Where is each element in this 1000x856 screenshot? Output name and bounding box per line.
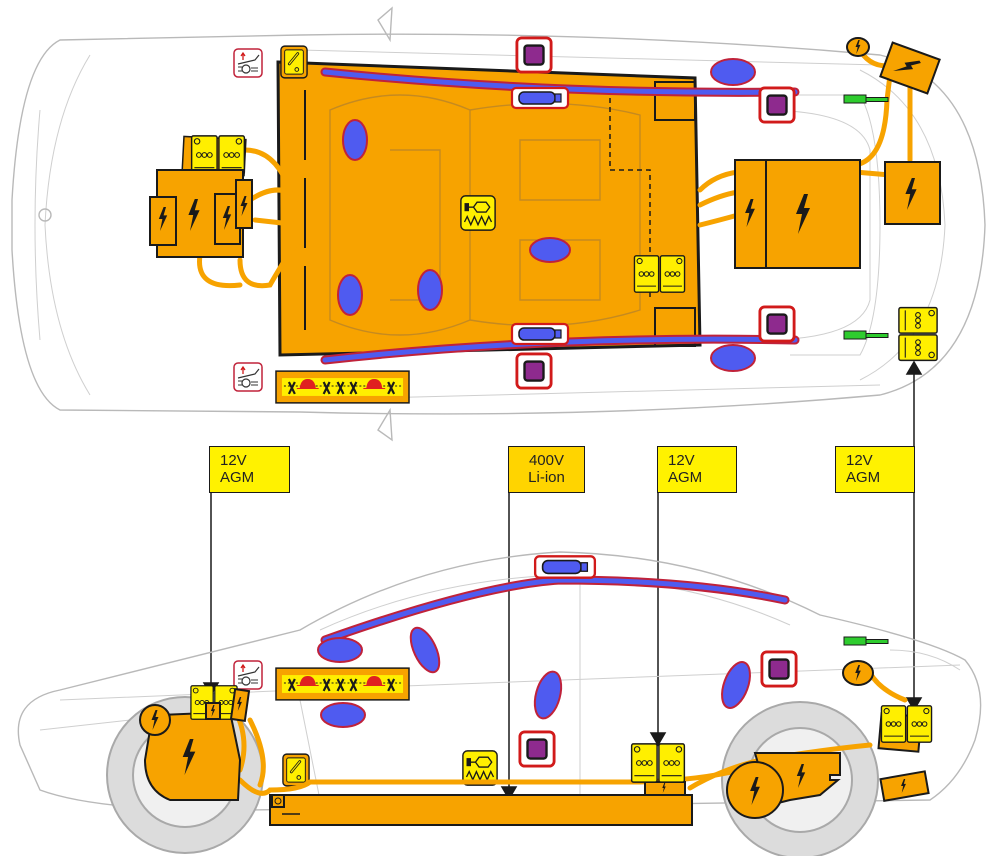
- fuse-box-icon-side: [282, 753, 310, 787]
- rear-12v-area-side: [842, 660, 933, 802]
- curtain-inflator-side: [533, 555, 597, 579]
- front-hv-unit-side: [139, 685, 266, 801]
- airbag-seat-right: [417, 269, 443, 311]
- side-view: [17, 551, 982, 856]
- callout-line1: 12V: [220, 452, 247, 469]
- rear-12v-battery-top: [898, 306, 938, 362]
- airbag-rear-right: [710, 344, 756, 372]
- airbag-front-left: [342, 119, 368, 161]
- callout-400v-li-ion: 400V Li-ion: [508, 446, 585, 493]
- airbag-rear-left: [710, 58, 756, 86]
- mid-12v-battery-side: [630, 743, 686, 783]
- front-hv-unit: [149, 135, 303, 289]
- callout-line1: 12V: [846, 452, 873, 469]
- airbag-seat-side: [533, 670, 563, 720]
- gas-strut-side: [843, 636, 889, 646]
- rear-motor-side: [726, 752, 841, 819]
- sensor-c-pillar-left: [758, 86, 796, 124]
- fuse-box-icon: [280, 45, 308, 79]
- airbag-knee: [409, 626, 441, 674]
- hood-lifter-icon-right: [233, 362, 263, 392]
- callout-line1: 12V: [668, 452, 695, 469]
- side-body-outline: [17, 551, 982, 811]
- hv-battery-pack-side: [237, 742, 873, 826]
- sensor-c-pillar-side: [760, 650, 798, 688]
- rear-hv-drive-unit: [697, 72, 941, 269]
- gas-strut-top-right: [843, 330, 889, 340]
- callout-mid-12v-agm: 12V AGM: [657, 446, 737, 493]
- cut-zone-label-side: [275, 667, 410, 701]
- airbag-center: [529, 237, 571, 263]
- callout-line2: AGM: [668, 469, 703, 486]
- top-view: [11, 6, 986, 442]
- pretensioner-icon: [460, 195, 496, 231]
- sensor-b-pillar-left: [515, 36, 553, 74]
- airbag-side-upper: [317, 637, 363, 663]
- cut-zone-label: [275, 370, 410, 404]
- curtain-inflator-top-right: [510, 322, 570, 346]
- top-body-outline: [11, 33, 986, 415]
- callout-front-12v-agm: 12V AGM: [209, 446, 290, 493]
- rear-hv-module: [846, 37, 941, 95]
- airbag-side-lower: [320, 702, 366, 728]
- callout-rear-12v-agm: 12V AGM: [835, 446, 915, 493]
- callout-line2: Li-ion: [528, 469, 565, 486]
- hood-lifter-icon-left: [233, 48, 263, 78]
- sensor-b-pillar-right: [515, 352, 553, 390]
- callout-line1: 400V: [528, 452, 565, 469]
- hood-lifter-icon-side: [233, 660, 263, 690]
- curtain-inflator-top-left: [510, 86, 570, 110]
- callout-line2: AGM: [846, 469, 881, 486]
- sensor-b-pillar-side: [518, 730, 556, 768]
- callout-line2: AGM: [220, 469, 255, 486]
- sensor-c-pillar-right: [758, 305, 796, 343]
- airbag-front-right: [337, 274, 363, 316]
- gas-strut-top-left: [843, 94, 889, 104]
- airbag-rear-side: [721, 661, 751, 709]
